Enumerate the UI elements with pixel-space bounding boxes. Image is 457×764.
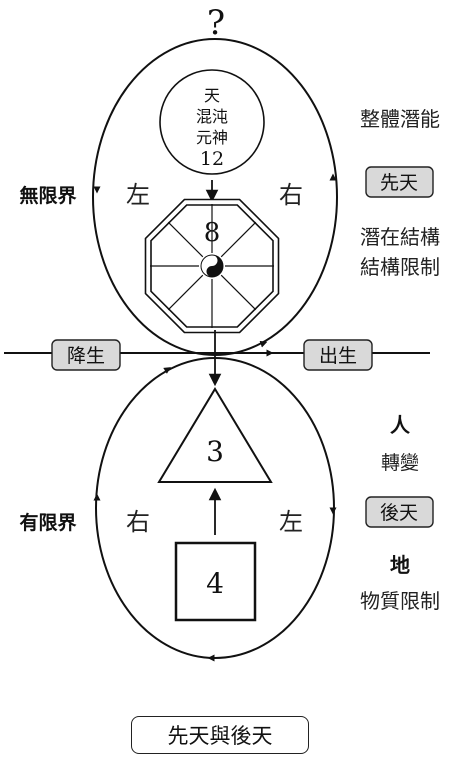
lower-left-char: 右 [126, 508, 150, 536]
material-limit-text: 物質限制 [360, 589, 440, 613]
earth-heading: 地 [390, 553, 410, 577]
upper-right-char: 右 [279, 181, 303, 209]
birth-descend-text: 降生 [67, 345, 105, 367]
circle-line-3: 元神 [196, 128, 228, 147]
acquired-text: 後天 [380, 502, 418, 524]
infinite-realm-label: 無限界 [19, 184, 76, 207]
caption-text: 先天與後天 [167, 724, 273, 748]
acquired-tag [365, 496, 434, 528]
octagon-spoke [167, 221, 204, 258]
primordial-circle [159, 69, 265, 175]
human-heading: 人 [390, 413, 411, 437]
finite-realm-label: 有限界 [19, 511, 76, 534]
latent-structure-text: 潛在結構 [360, 225, 440, 249]
octagon-number: 8 [204, 218, 221, 248]
circle-number: 12 [200, 148, 224, 170]
transformation-text: 轉變 [381, 452, 419, 474]
caption-box: 先天與後天 [131, 716, 309, 754]
square-number: 4 [206, 567, 224, 600]
octagon-spoke [220, 274, 257, 311]
yin-yang-icon [200, 254, 224, 278]
birth-out-tag [303, 339, 373, 371]
square [174, 541, 257, 622]
whole-potential-text: 整體潛能 [360, 107, 440, 131]
lower-right-char: 左 [279, 508, 303, 536]
triangle [157, 387, 273, 483]
innate-tag [365, 166, 434, 198]
structure-limit-text: 結構限制 [360, 255, 440, 279]
circle-line-2: 混沌 [196, 107, 228, 126]
birth-out-text: 出生 [319, 345, 357, 367]
upper-left-char: 左 [126, 181, 150, 209]
octagon-spoke [220, 221, 257, 258]
circle-line-1: 天 [204, 86, 220, 105]
innate-text: 先天 [380, 172, 418, 194]
octagon-spoke [167, 274, 204, 311]
octagon-inner [150, 204, 274, 328]
triangle-number: 3 [206, 435, 224, 468]
birth-descend-tag [51, 339, 121, 371]
question-mark: ? [207, 3, 225, 43]
